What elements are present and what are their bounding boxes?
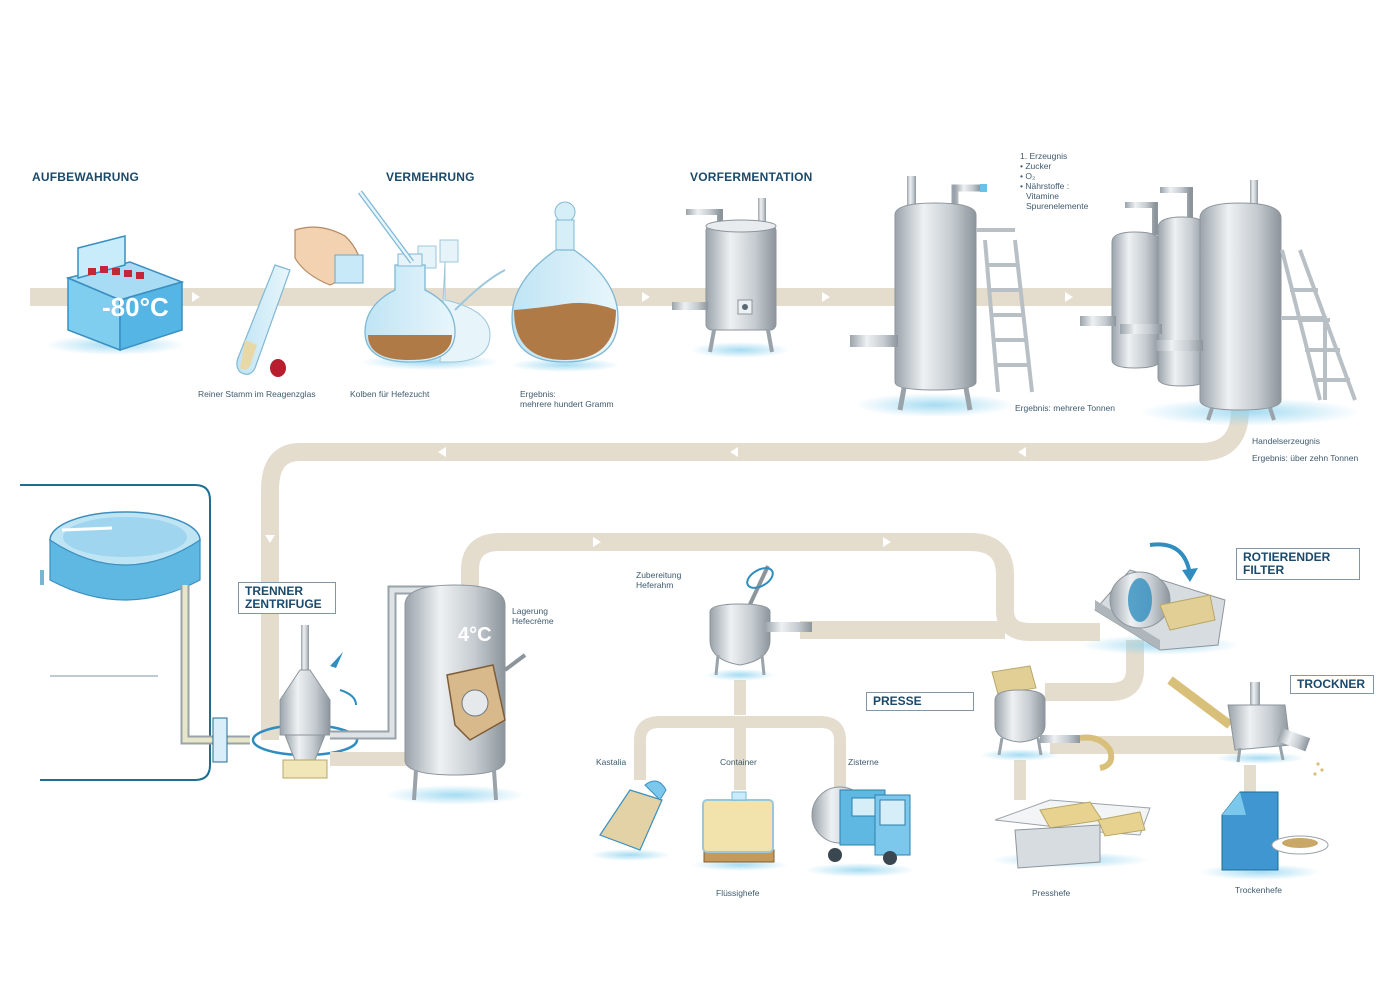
flow-band-row2 xyxy=(461,533,1240,754)
section-title-vermehrung: VERMEHRUNG xyxy=(386,170,475,184)
milk-carton-icon xyxy=(1200,791,1329,880)
caption-ergebnis-gramm-line1: Ergebnis: xyxy=(520,389,556,399)
caption-lagerung: Lagerung Hefecrème xyxy=(512,606,554,626)
caption-o2: • O₂ xyxy=(1020,171,1036,181)
bag-icon xyxy=(590,780,670,861)
caption-ergebnis-gramm-line2: mehrere hundert Gramm xyxy=(520,399,614,409)
dryer-icon xyxy=(1167,676,1324,776)
caption-fluessighefe: Flüssighefe xyxy=(716,888,760,898)
caption-erzeugnis: 1. Erzeugnis xyxy=(1020,151,1068,161)
section-title-vorfermentation: VORFERMENTATION xyxy=(690,170,813,184)
freezer-icon xyxy=(45,235,185,355)
caption-lagerung-line2: Hefecrème xyxy=(512,616,554,626)
caption-kastalia: Kastalia xyxy=(596,757,627,767)
label-trenner-line2: ZENTRIFUGE xyxy=(245,597,322,611)
caption-lagerung-line1: Lagerung xyxy=(512,606,548,616)
rotary-filter-icon xyxy=(1080,542,1240,655)
caption-zubereitung-line2: Heferahm xyxy=(636,580,674,590)
caption-zucker: • Zucker xyxy=(1020,161,1052,171)
container-icon xyxy=(692,791,788,871)
label-rotierender-filter: ROTIERENDER FILTER xyxy=(1236,548,1360,580)
caption-presshefe: Presshefe xyxy=(1032,888,1071,898)
caption-vitamine: Vitamine xyxy=(1026,191,1059,201)
label-rotierender-line1: ROTIERENDER xyxy=(1243,550,1331,564)
label-trenner-line1: TRENNER xyxy=(245,584,304,598)
press-icon xyxy=(980,665,1115,771)
caption-handelserzeugnis: Handelserzeugnis xyxy=(1252,436,1321,446)
flasks-icon xyxy=(357,190,506,370)
caption-kolben: Kolben für Hefezucht xyxy=(350,389,430,399)
test-tube-icon xyxy=(236,226,364,377)
flask-icon xyxy=(510,201,620,372)
caption-ergebnis-zehn: Ergebnis: über zehn Tonnen xyxy=(1252,453,1359,463)
storage-temperature: 4°C xyxy=(458,624,492,646)
label-trockner: TROCKNER xyxy=(1290,675,1374,694)
caption-zubereitung: Zubereitung Heferahm xyxy=(636,570,681,590)
caption-ergebnis-tonnen: Ergebnis: mehrere Tonnen xyxy=(1015,403,1116,413)
fermenter-tank-icon xyxy=(850,176,1034,417)
caption-trockenhefe: Trockenhefe xyxy=(1235,885,1282,895)
mixer-icon xyxy=(705,565,812,681)
caption-container: Container xyxy=(720,757,757,767)
caption-naehrstoffe: • Nährstoffe : xyxy=(1020,181,1070,191)
yeast-block-icon xyxy=(990,799,1151,869)
basin-icon xyxy=(20,484,211,781)
caption-reagenzglas: Reiner Stamm im Reagenzglas xyxy=(198,389,316,399)
production-tanks-icon xyxy=(1080,180,1360,426)
label-rotierender-line2: FILTER xyxy=(1243,563,1285,577)
label-trenner-zentrifuge: TRENNER ZENTRIFUGE xyxy=(238,582,336,614)
flow-band-return xyxy=(261,409,1249,740)
tanker-truck-icon xyxy=(805,786,915,877)
freezer-temperature: -80°C xyxy=(102,292,169,322)
caption-erzeugnis-list: 1. Erzeugnis • Zucker • O₂ • Nährstoffe … xyxy=(1020,151,1088,211)
centrifuge-icon xyxy=(251,625,359,779)
flow-arrows-return xyxy=(265,447,1026,543)
caption-ergebnis-gramm: Ergebnis: mehrere hundert Gramm xyxy=(520,389,614,409)
flow-arrows-row2 xyxy=(593,537,891,547)
label-presse: PRESSE xyxy=(866,692,974,711)
prefermenter-tank-icon xyxy=(672,198,790,358)
storage-tank-icon xyxy=(385,584,527,805)
feed-pipe xyxy=(180,585,250,763)
section-title-aufbewahrung: AUFBEWAHRUNG xyxy=(32,170,140,184)
caption-zubereitung-line1: Zubereitung xyxy=(636,570,682,580)
caption-zisterne: Zisterne xyxy=(848,757,879,767)
caption-spurenelemente: Spurenelemente xyxy=(1026,201,1089,211)
